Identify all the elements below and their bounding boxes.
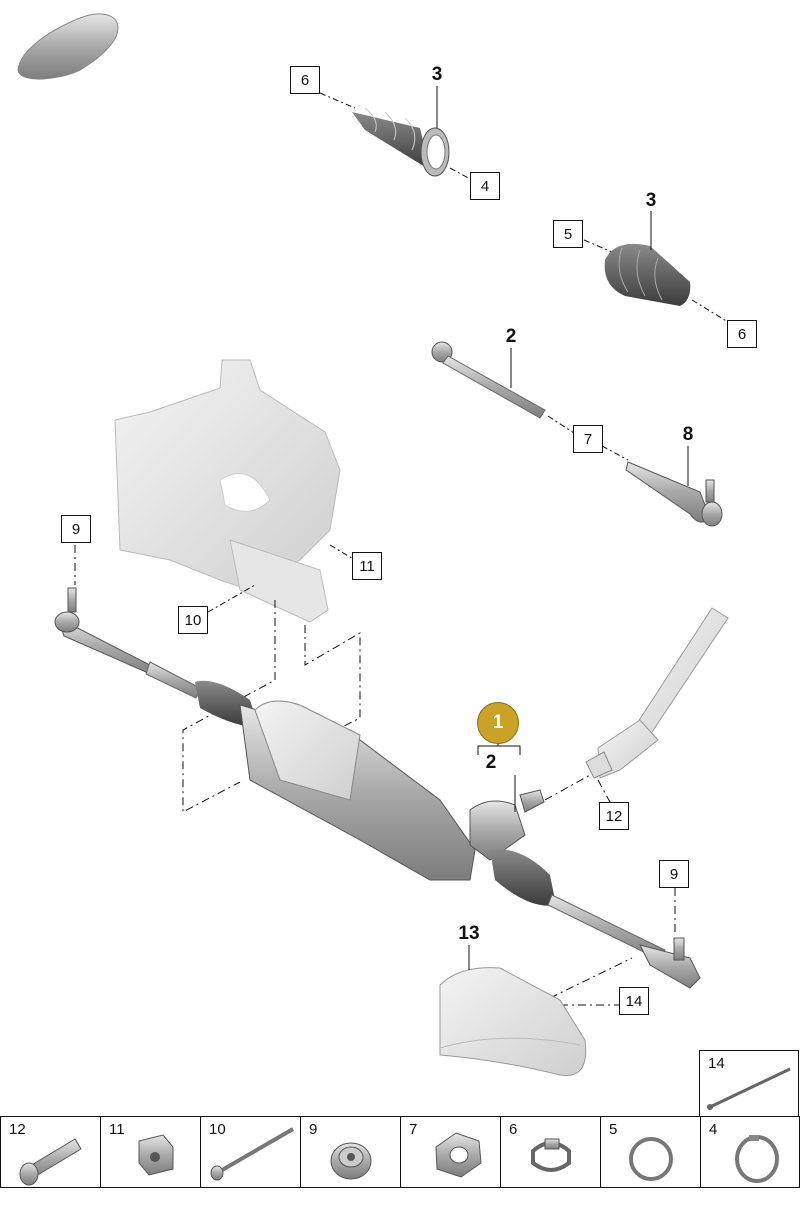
parts-cell-nut-block[interactable]: 11 bbox=[100, 1116, 201, 1188]
parts-cell-long-bolt[interactable]: 10 bbox=[200, 1116, 301, 1188]
parts-cell-number: 4 bbox=[709, 1121, 718, 1138]
parts-cell-clamp[interactable]: 6 bbox=[500, 1116, 601, 1188]
subframe-bracket bbox=[114, 359, 356, 623]
label-subframe-bolt: 10 bbox=[178, 606, 208, 634]
callout-heat-shield: 13 bbox=[458, 923, 480, 944]
flange-nut-icon bbox=[330, 1142, 372, 1180]
parts-cell-number: 6 bbox=[509, 1121, 518, 1138]
label-tie-rod-link: 7 bbox=[573, 425, 603, 453]
callout-tie-rod: 2 bbox=[505, 326, 517, 347]
clamp-icon bbox=[531, 1138, 571, 1172]
label-heat-shield-fastener: 14 bbox=[619, 987, 649, 1015]
inner-tie-rod bbox=[431, 341, 629, 461]
parts-cell-number: 5 bbox=[609, 1121, 618, 1138]
label-universal-joint: 12 bbox=[599, 802, 629, 830]
heat-shield bbox=[439, 945, 587, 1077]
bolt-icon bbox=[19, 1138, 82, 1186]
label-boot-right-end-b: 6 bbox=[727, 320, 757, 348]
label-outer-end-left: 9 bbox=[61, 515, 91, 543]
parts-cell-number: 14 bbox=[708, 1055, 725, 1072]
label-boot-top-end-a: 6 bbox=[290, 66, 320, 94]
callout-boot-right: 3 bbox=[645, 190, 657, 211]
callout-tie-rod-end: 8 bbox=[682, 424, 694, 445]
callout-rack: 2 bbox=[485, 752, 497, 773]
tie-rod-end-right bbox=[625, 446, 723, 527]
steering-boot-right bbox=[583, 211, 729, 323]
parts-strip: 12 11 10 9 7 6 bbox=[0, 1116, 800, 1188]
hose-clamp-icon bbox=[629, 1137, 673, 1181]
mounting-guide-lines bbox=[74, 545, 676, 1006]
parts-cell-number: 12 bbox=[9, 1121, 26, 1138]
callout-boot-top: 3 bbox=[431, 64, 443, 85]
cable-tie-icon bbox=[707, 1067, 791, 1110]
label-boot-right-end-a: 5 bbox=[553, 220, 583, 248]
parts-cell-band-clamp[interactable]: 4 bbox=[700, 1116, 800, 1188]
band-clamp-icon bbox=[735, 1135, 779, 1183]
hex-nut-icon bbox=[435, 1132, 482, 1178]
label-boot-top-end-b: 4 bbox=[470, 172, 500, 200]
parts-cell-hex-nut[interactable]: 7 bbox=[400, 1116, 501, 1188]
parts-cell-flange-nut[interactable]: 9 bbox=[300, 1116, 401, 1188]
label-outer-end-right: 9 bbox=[659, 860, 689, 888]
label-subframe-bracket: 11 bbox=[352, 552, 382, 580]
parts-cell-number: 10 bbox=[209, 1121, 226, 1138]
parts-cell-bolt[interactable]: 12 bbox=[0, 1116, 101, 1188]
steering-rack-assembly bbox=[54, 587, 701, 989]
parts-cell-number: 7 bbox=[409, 1121, 418, 1138]
car-silhouette-icon bbox=[17, 13, 119, 80]
assembly-badge[interactable]: 1 bbox=[477, 702, 519, 744]
parts-cell-number: 9 bbox=[309, 1121, 318, 1138]
steering-boot-top bbox=[319, 86, 473, 181]
nut-block-icon bbox=[138, 1134, 174, 1176]
long-bolt-icon bbox=[210, 1127, 295, 1181]
parts-cell-hose-clamp[interactable]: 5 bbox=[600, 1116, 701, 1188]
parts-cell-number: 11 bbox=[109, 1121, 125, 1138]
steering-shaft bbox=[585, 607, 729, 779]
parts-cell-cable-tie[interactable]: 14 bbox=[699, 1050, 799, 1118]
